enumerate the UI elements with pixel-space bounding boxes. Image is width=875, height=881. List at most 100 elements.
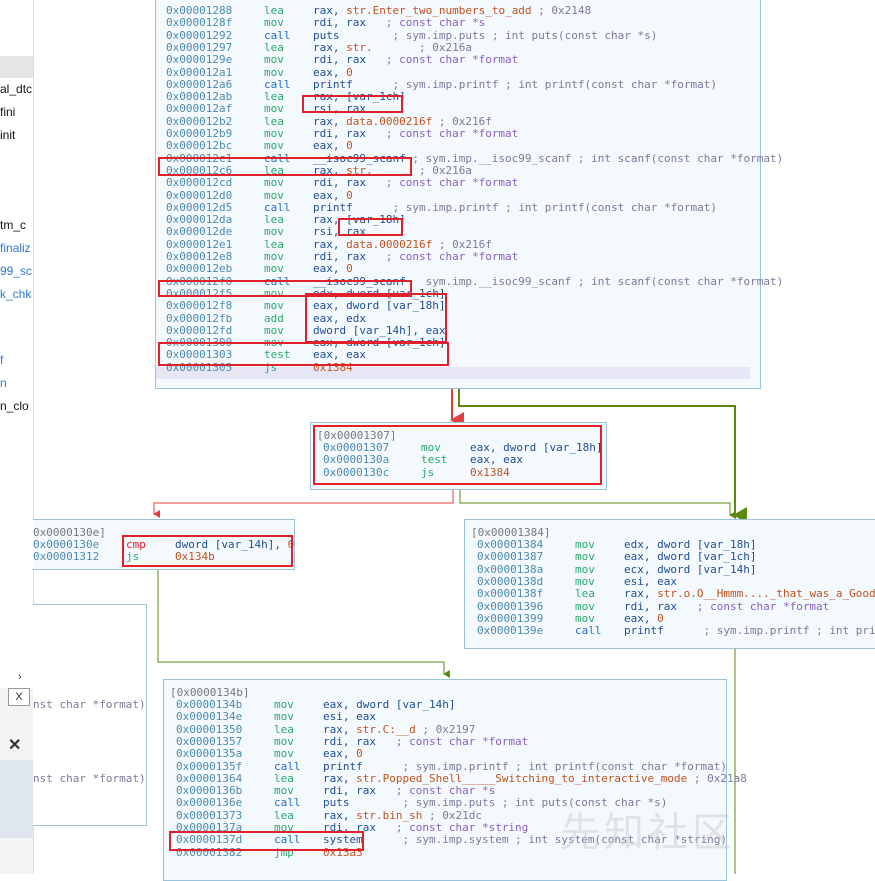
instruction-address[interactable]: 0x000012d0 (166, 188, 233, 202)
instruction-operands[interactable]: eax, edx (313, 312, 366, 325)
instruction-address[interactable]: 0x0000138a (477, 562, 544, 576)
instruction-operands[interactable]: eax, 0 (624, 612, 664, 625)
instruction-operands[interactable]: puts ; sym.imp.puts ; int puts(const cha… (313, 29, 657, 42)
instruction-address[interactable]: 0x000012b2 (166, 114, 233, 128)
instruction-address[interactable]: 0x0000128f (166, 16, 233, 30)
instruction-address[interactable]: 0x0000135a (176, 747, 243, 761)
instruction-operands[interactable]: rax, str. ; 0x216a (313, 164, 472, 177)
sidebar-symbol-item[interactable]: 99_sc (0, 264, 33, 278)
instruction-address[interactable]: 0x0000138f (477, 587, 544, 601)
instruction-operands[interactable]: esi, eax (323, 711, 376, 723)
panel-selected-row[interactable] (0, 760, 33, 838)
instruction-address[interactable]: 0x000012fd (166, 323, 233, 337)
instruction-operands[interactable]: rdi, rax ; const char *format (624, 600, 829, 613)
instruction-address[interactable]: 0x00001387 (477, 550, 544, 564)
instruction-address[interactable]: 0x0000130e (33, 538, 100, 551)
sidebar-symbol-item[interactable]: tm_c (0, 218, 27, 232)
instruction-address[interactable]: 0x0000129e (166, 53, 233, 67)
instruction-address[interactable]: 0x000012b9 (166, 127, 233, 140)
instruction-operands[interactable]: rax, str. ; 0x216a (313, 41, 472, 54)
sidebar-selected-row[interactable] (0, 56, 33, 78)
instruction-operands[interactable]: printf ; sym.imp.printf ; int printf(con… (313, 201, 717, 214)
instruction-address[interactable]: 0x000012af (166, 102, 233, 116)
instruction-address[interactable]: 0x00001350 (176, 722, 243, 736)
instruction-operands[interactable]: dword [var_14h], 0 (175, 538, 294, 551)
sidebar-symbol-item[interactable]: k_chk (0, 287, 32, 301)
instruction-address[interactable]: 0x000012ab (166, 90, 233, 104)
instruction-operands[interactable]: eax, 0 (313, 140, 353, 152)
instruction-operands[interactable]: rax, str.C:__d ; 0x2197 (323, 723, 475, 736)
instruction-address[interactable]: 0x0000135f (176, 759, 243, 773)
instruction-operands[interactable]: eax, dword [var_14h] (323, 698, 455, 711)
instruction-address[interactable]: 0x0000139e (477, 624, 544, 638)
instruction-operands[interactable]: 0x1384 (470, 466, 510, 479)
instruction-address[interactable]: 0x000012e8 (166, 250, 233, 263)
instruction-operands[interactable]: eax, 0 (323, 748, 363, 760)
instruction-operands[interactable]: rdi, rax ; const char *format (313, 250, 518, 263)
close-icon[interactable]: ✕ (8, 737, 22, 754)
instruction-address[interactable]: 0x000012da (166, 213, 233, 227)
sidebar-symbol-item[interactable]: al_dtc (0, 82, 33, 96)
instruction-address[interactable]: 0x0000138d (477, 574, 544, 588)
instruction-operands[interactable]: eax, eax (313, 349, 366, 361)
instruction-operands[interactable]: eax, eax (470, 454, 523, 466)
sidebar-symbol-item[interactable]: n (0, 376, 7, 390)
instruction-address[interactable]: 0x0000137a (176, 821, 243, 834)
instruction-operands[interactable]: rdi, rax ; const char *s (313, 17, 485, 29)
instruction-operands[interactable]: printf ; sym.imp.printf ; int printf( (624, 624, 875, 637)
instruction-address[interactable]: 0x0000134e (176, 710, 243, 724)
instruction-operands[interactable]: dword [var_14h], eax (313, 324, 445, 337)
instruction-operands[interactable]: eax, 0 (313, 189, 353, 202)
close-button[interactable]: X (8, 688, 30, 706)
instruction-operands[interactable]: eax, 0 (313, 263, 353, 275)
instruction-address[interactable]: 0x000012fb (166, 311, 233, 325)
instruction-address[interactable]: 0x0000137d (176, 833, 243, 847)
instruction-address[interactable]: 0x00001384 (477, 538, 544, 551)
instruction-operands[interactable]: system ; sym.imp.system ; int system(con… (323, 834, 727, 846)
instruction-address[interactable]: 0x0000136b (176, 784, 243, 798)
instruction-address[interactable]: 0x000012c6 (166, 163, 233, 177)
instruction-address[interactable]: 0x0000136e (176, 796, 243, 810)
chevron-right-icon[interactable]: › (18, 671, 22, 683)
instruction-operands[interactable]: edx, dword [var_18h] (624, 538, 756, 551)
instruction-operands[interactable]: rdi, rax ; const char *format (313, 127, 518, 140)
instruction-address[interactable]: 0x000012e1 (166, 237, 233, 251)
instruction-operands[interactable]: rdi, rax ; const char *format (323, 735, 528, 748)
instruction-operands[interactable]: eax, dword [var_1ch] (624, 551, 756, 563)
instruction-operands[interactable]: rax, data.0000216f ; 0x216f (313, 115, 492, 128)
instruction-operands[interactable]: rdi, rax ; const char *string (323, 821, 528, 834)
instruction-address[interactable]: 0x000012d5 (166, 200, 233, 214)
instruction-address[interactable]: 0x000012a6 (166, 77, 233, 91)
block-left-partial[interactable]: nst char *format) nst char *format) (33, 604, 147, 826)
instruction-address[interactable]: 0x00001303 (166, 348, 233, 362)
instruction-operands[interactable]: rdi, rax ; const char *format (313, 54, 518, 66)
instruction-operands[interactable]: rdi, rax ; const char *format (313, 177, 518, 189)
instruction-operands[interactable]: __isoc99_scanf ; sym.imp.__isoc99_scanf … (313, 152, 783, 165)
instruction-operands[interactable]: ecx, dword [var_14h] (624, 563, 756, 576)
instruction-operands[interactable]: eax, 0 (313, 66, 353, 79)
instruction-address[interactable]: 0x00001382 (176, 845, 243, 859)
sidebar-symbol-item[interactable]: init (0, 128, 16, 142)
instruction-operands[interactable]: 0x134b (175, 551, 215, 563)
instruction-address[interactable]: 0x00001373 (176, 808, 243, 822)
instruction-address[interactable]: 0x000012bc (166, 139, 233, 153)
instruction-operands[interactable]: rax, str.o.O__Hmmm...._that_was_a_Good_t… (624, 588, 875, 600)
instruction-operands[interactable]: eax, dword [var_18h] (313, 300, 445, 312)
instruction-address[interactable]: 0x00001396 (477, 599, 544, 613)
instruction-operands[interactable]: rax, str.Popped_Shell_____Switching_to_i… (323, 772, 747, 785)
instruction-address[interactable]: 0x00001307 (323, 441, 390, 454)
instruction-address[interactable]: 0x00001364 (176, 771, 243, 785)
instruction-address[interactable]: 0x00001297 (166, 40, 233, 54)
instruction-address[interactable]: 0x000012a1 (166, 65, 233, 79)
instruction-operands[interactable]: rdi, rax ; const char *s (323, 784, 495, 797)
instruction-address[interactable]: 0x00001399 (477, 611, 544, 625)
sidebar-symbol-item[interactable]: n_clo (0, 399, 29, 413)
instruction-operands[interactable]: __isoc99_scanf sym.imp.__isoc99_scanf ; … (313, 275, 783, 288)
instruction-address[interactable]: 0x0000134b (176, 698, 243, 711)
instruction-operands[interactable]: puts ; sym.imp.puts ; int puts(const cha… (323, 797, 667, 809)
instruction-address[interactable]: 0x000012cd (166, 176, 233, 190)
